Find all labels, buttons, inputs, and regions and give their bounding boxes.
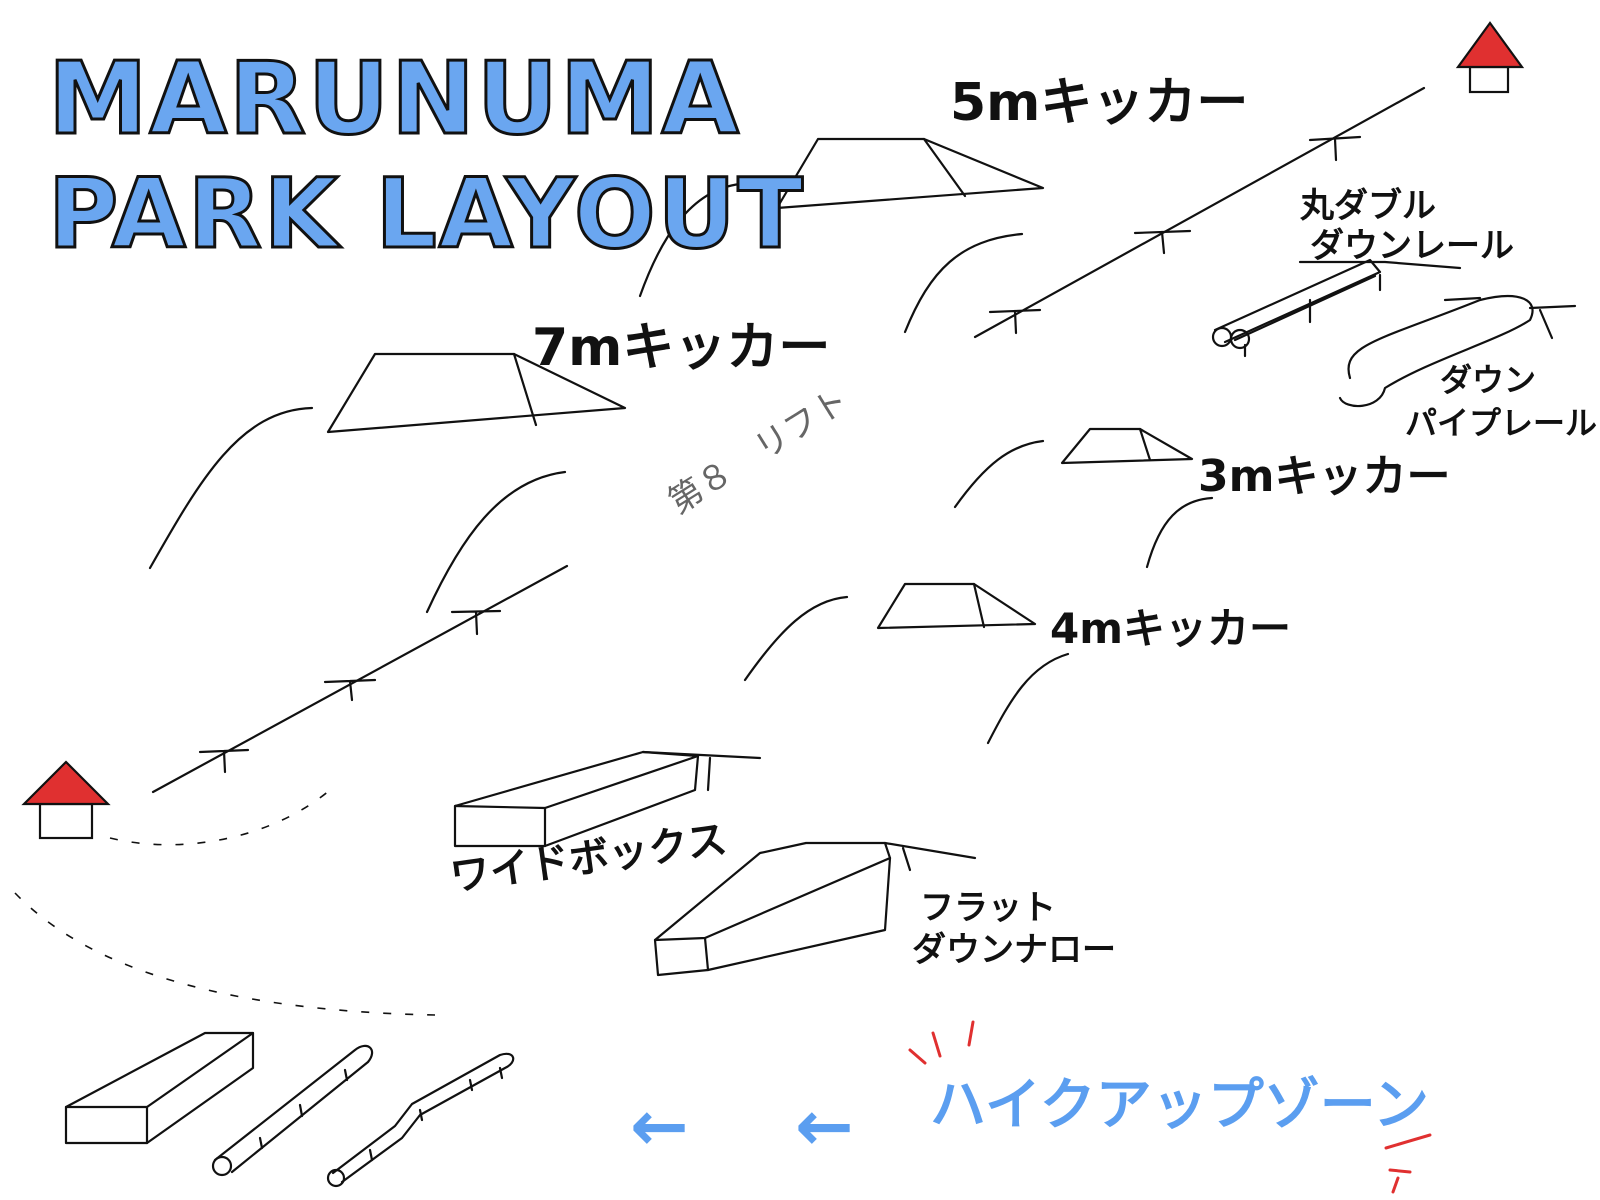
- kicker-3m-shape: [953, 427, 1214, 569]
- label-pipe-rail-1: ダウン: [1440, 361, 1537, 399]
- walking-path-dotted: [14, 789, 436, 1016]
- flat-down-narrow-shape: [653, 841, 977, 977]
- hike-up-arrow-1: ←: [630, 1085, 689, 1167]
- title-line-1: MARUNUMA: [47, 39, 741, 159]
- house-icon-top: [1455, 21, 1525, 94]
- label-kicker-4m: 4mキッカー: [1050, 604, 1291, 653]
- pipe-rail-shape: [1338, 295, 1577, 408]
- label-pipe-rail-2: パイプレール: [1405, 404, 1598, 442]
- label-flat-down-1: フラット: [920, 888, 1056, 928]
- kicker-7m-shape: [148, 352, 627, 614]
- burst-marks: [908, 1020, 1432, 1194]
- hike-up-arrow-2: ←: [795, 1085, 854, 1167]
- wide-box-shape: [453, 750, 762, 848]
- label-double-rail-1: 丸ダブル: [1300, 186, 1436, 226]
- house-icon-bottom: [21, 760, 111, 840]
- label-kicker-3m: 3mキッカー: [1198, 451, 1451, 502]
- bottom-box-shape: [64, 1031, 255, 1145]
- bottom-round-rail-shape: [211, 1044, 374, 1177]
- lift-line-upper: [973, 86, 1426, 339]
- label-kicker-7m: 7mキッカー: [532, 318, 831, 378]
- label-kicker-5m: 5mキッカー: [950, 73, 1249, 133]
- kicker-5m-shape: [638, 137, 1045, 334]
- label-double-rail-2: ダウンレール: [1310, 226, 1514, 266]
- hike-up-zone-label: ハイクアップゾーン: [930, 1073, 1429, 1138]
- kicker-4m-shape: [743, 582, 1070, 745]
- double-rail-shape: [1211, 258, 1462, 358]
- lift-line-lower: [151, 564, 569, 794]
- bottom-kink-rail-shape: [326, 1052, 515, 1188]
- label-flat-down-2: ダウンナロー: [912, 930, 1116, 970]
- title-line-2: PARK LAYOUT: [47, 157, 805, 272]
